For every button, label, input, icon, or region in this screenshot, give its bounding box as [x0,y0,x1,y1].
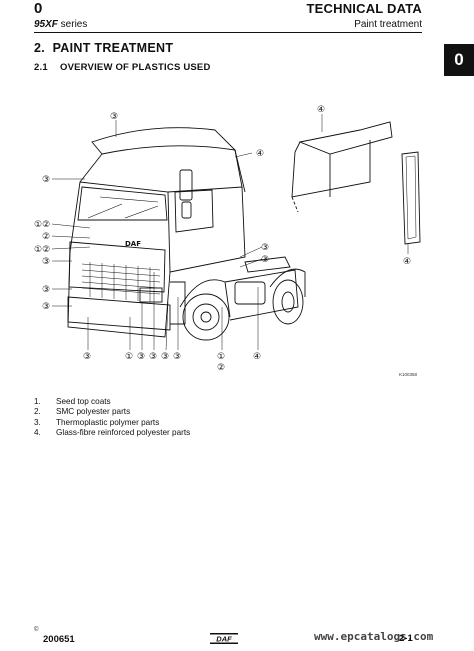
callout-label: ③ [42,285,50,295]
truck-illustration: DAF ③ ④ ③ [34,105,421,373]
series-model: 95XF [34,19,58,30]
callout-label: ①② [34,245,50,255]
legend-number: 4. [34,428,41,438]
header-rule [34,32,422,33]
figure-code: K100358 [399,372,418,377]
callout-label: ③ [261,243,269,253]
legend-item: 2. SMC polyester parts [34,407,190,417]
section-title: PAINT TREATMENT [52,41,174,55]
callout-label: ① [217,352,225,362]
legend: 1. Seed top coats 2. SMC polyester parts 3… [34,397,190,439]
callout-label: ③ [261,255,269,265]
subsection-heading: 2.1 OVERVIEW OF PLASTICS USED [34,62,211,73]
legend-text: Glass-fibre reinforced polyester parts [56,428,191,438]
callout-label: ③ [137,352,145,362]
legend-number: 1. [34,397,41,406]
legend-number: 3. [34,417,41,427]
legend-text: SMC polyester parts [56,407,131,417]
callout-label: ② [42,232,50,242]
callout-label: ③ [149,352,157,362]
callout-label: ①② [34,220,50,230]
legend-item: 1. Seed top coats [34,397,190,407]
callout-label: ③ [161,352,169,362]
callout-label: ④ [403,257,411,267]
copyright-symbol: © [34,627,39,633]
section-heading: 2. PAINT TREATMENT [34,41,173,55]
callout-label: ③ [42,257,50,267]
callout-label: ③ [173,352,181,362]
series-label: 95XF series [34,19,87,30]
callout-label: ④ [256,149,264,159]
footer-date: 200651 [43,634,75,645]
subsection-title: OVERVIEW OF PLASTICS USED [60,62,211,73]
callout-label: ④ [317,105,325,115]
series-suffix: series [57,19,88,30]
callout-label: ② [217,363,225,373]
subsection-number: 2.1 [34,62,48,73]
callout-label: ④ [253,352,261,362]
grille-badge: DAF [125,240,141,248]
chapter-tab: 0 [444,44,474,76]
document-title: TECHNICAL DATA [306,1,422,16]
legend-text: Seed top coats [56,397,111,406]
legend-item: 4. Glass-fibre reinforced polyester parts [34,428,190,438]
callout-label: ③ [110,112,118,122]
daf-logo: DAF [210,633,238,644]
callout-label: ① [125,352,133,362]
section-number: 2. [34,41,46,55]
document-subtitle: Paint treatment [354,19,422,30]
callout-label: ③ [42,302,50,312]
page-number: 2-1 [399,633,413,644]
watermark: www.epcatalogs.com [314,630,434,643]
legend-number: 2. [34,407,41,417]
legend-item: 3. Thermoplastic polymer parts [34,418,190,428]
callout-label: ③ [83,352,91,362]
chapter-number: 0 [34,0,43,17]
callout-label: ③ [42,175,50,185]
legend-text: Thermoplastic polymer parts [56,417,160,427]
footer-brand: DAF [216,635,232,644]
